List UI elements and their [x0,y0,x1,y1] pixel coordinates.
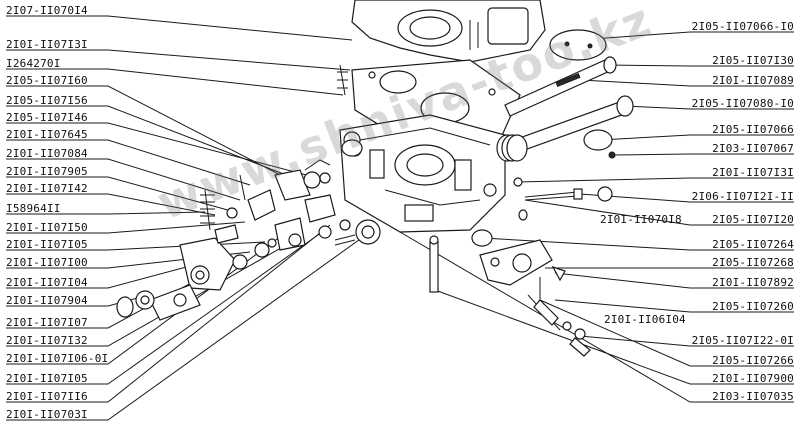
part-label-right: 2I05-II07I30 [712,54,794,67]
part-label-right: 2I05-II07I20 [712,213,794,226]
leader-line [554,272,794,289]
part-label-left: 2I0I-II07I06-0I [6,352,109,365]
part-label-left: 2I0I-II07904 [6,294,88,307]
leader-line [517,177,794,183]
part-label-right: 2I03-II07035 [712,390,794,403]
leader-line [6,221,301,365]
part-label-right: 2I05-II07066 [712,123,794,136]
jet-assembly [429,229,591,357]
leader-line [6,15,353,41]
leader-line [6,221,246,234]
part-label-left: I264270I [6,57,61,70]
leader-line [6,261,206,289]
part-label-left: 2I0I-II0703I [6,408,88,421]
leader-line [6,211,206,215]
part-label-left: 2I0I-II07645 [6,128,88,141]
leader-line [554,299,794,313]
part-label-left: 2I0I-II07II6 [6,390,88,403]
part-label-left: 2I0I-II07905 [6,165,88,178]
leader-line [6,49,351,71]
screw-right [513,177,613,221]
leader-line [6,193,216,216]
part-label-right: 2I05-II07260 [712,300,794,313]
leader-line [434,289,794,385]
mid-label-2: 2I0I-II06I04 [604,313,686,326]
part-label-left: 2I0I-II07I42 [6,182,88,195]
part-label-left: 2I05-II07I60 [6,74,88,87]
leader-line [524,199,794,226]
part-label-left: I58964II [6,202,61,215]
part-label-right: 2I05-II07066-I0 [691,20,794,33]
part-label-left: 2I0I-II07I3I [6,38,88,51]
part-label-right: 2I05-II07I22-0I [691,334,794,347]
part-label-left: 2I0I-II07I05 [6,372,88,385]
throttle-shafts [499,56,634,159]
part-label-left: 2I0I-II07I32 [6,334,88,347]
leader-line [577,31,794,41]
leader-line [539,299,794,367]
part-label-right: 2I05-II07080-I0 [691,97,794,110]
leader-line [6,224,331,403]
part-label-right: 2I0I-II07089 [712,74,794,87]
part-label-right: 2I0I-II07900 [712,372,794,385]
leader-line [624,105,794,110]
part-label-left: 2I0I-II07I00 [6,256,88,269]
part-label-left: 2I0I-II07084 [6,147,88,160]
leader-line [611,153,794,156]
idle-jet [334,139,381,246]
leader-line [6,68,344,96]
leader-line [604,64,794,67]
leader-line [6,176,236,213]
leader-line [6,139,251,186]
leader-lines-right [399,31,794,403]
mid-label-1: 2I0I-II070I8 [600,213,682,226]
leader-line [599,134,794,141]
leader-line [6,229,326,385]
linkage-levers [247,159,351,258]
spring-coil [496,134,528,162]
part-label-left: 2I0I-II07I05 [6,238,88,251]
leader-line [579,193,794,203]
leader-line [579,335,794,347]
part-label-left: 2I05-II07I56 [6,94,88,107]
part-label-right: 2I03-II07067 [712,142,794,155]
part-label-right: 2I0I-II07I3I [712,166,794,179]
part-label-right: 2I05-II07264 [712,238,794,251]
leader-line [399,231,794,403]
leader-line [6,295,146,307]
small-springs [200,64,348,231]
diaphragm-disc [549,29,607,61]
leader-line [6,239,296,347]
leader-line [6,85,291,181]
leader-line [481,237,794,251]
part-label-left: 2I0I-II07I04 [6,276,88,289]
part-label-right: 2I06-II07I2I-II [691,190,794,203]
leader-line [579,79,794,87]
leader-line [6,122,319,179]
carburetor-top-body [351,0,546,63]
part-label-right: 2I05-II07266 [712,354,794,367]
leader-line [6,158,241,201]
part-label-right: 2I05-II07268 [712,256,794,269]
part-label-left: 2I0I-II07I07 [6,316,88,329]
lower-levers [116,224,248,321]
part-label-left: 2I05-II07I46 [6,111,88,124]
part-label-left: 2I0I-II07I50 [6,221,88,234]
part-label-left: 2I07-II070I4 [6,4,88,17]
part-label-right: 2I0I-II07892 [712,276,794,289]
leader-line [6,231,371,421]
